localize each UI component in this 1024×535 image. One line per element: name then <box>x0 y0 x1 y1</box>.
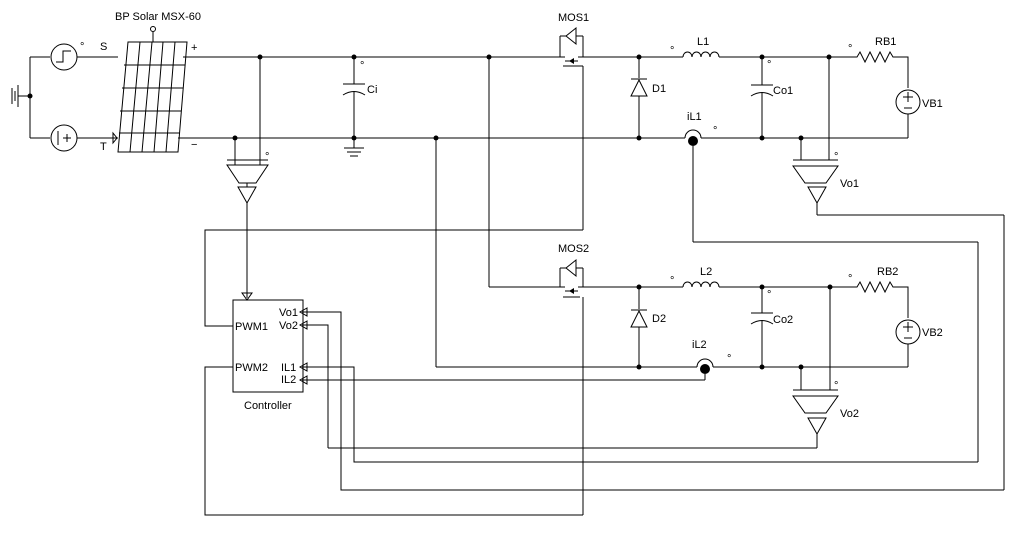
controller-label: Controller <box>244 400 292 412</box>
current-sensor-il2: ° <box>298 353 908 385</box>
battery-vb1 <box>895 89 921 138</box>
solar-panel <box>117 26 188 153</box>
mos1-label: MOS1 <box>558 12 589 24</box>
svg-text:°: ° <box>767 289 771 301</box>
controller-pin-pwm1: PWM1 <box>235 321 268 333</box>
diode-d2 <box>630 284 648 370</box>
wire-pwm1 <box>204 229 583 327</box>
resistor-rb2: ° <box>848 273 909 318</box>
solar-pin-t: T <box>100 141 107 153</box>
source-wiring <box>29 56 50 139</box>
inductor-l2: ° <box>639 275 855 288</box>
il1-label: iL1 <box>687 111 702 123</box>
d1-label: D1 <box>652 83 666 95</box>
svg-text:°: ° <box>265 151 269 163</box>
svg-text:°: ° <box>80 41 84 53</box>
rb1-label: RB1 <box>875 36 896 48</box>
input-voltage-sensor: ° <box>226 151 269 205</box>
svg-text:°: ° <box>713 125 717 137</box>
co2-label: Co2 <box>773 314 793 326</box>
mosfet-mos2 <box>559 258 639 515</box>
wire-pwm2 <box>204 366 583 516</box>
controller-pin-vo2: Vo2 <box>279 320 298 332</box>
step-source-s: ° <box>50 41 84 71</box>
svg-text:°: ° <box>360 60 364 72</box>
solar-pin-s: S <box>100 41 107 53</box>
svg-text:°: ° <box>767 59 771 71</box>
inductor-l1: ° <box>639 45 845 58</box>
voltage-sensor-vo1: ° <box>792 54 1005 490</box>
svg-text:°: ° <box>834 151 838 163</box>
resistor-rb1: ° <box>845 43 909 88</box>
controller-pin-il1: IL1 <box>281 362 296 374</box>
svg-text:°: ° <box>670 45 674 57</box>
svg-text:°: ° <box>834 380 838 392</box>
il2-label: iL2 <box>692 339 707 351</box>
vb1-label: VB1 <box>922 98 943 110</box>
controller-pin-vo1: Vo1 <box>279 307 298 319</box>
solar-minus: − <box>191 139 197 151</box>
mos2-label: MOS2 <box>558 243 589 255</box>
vb2-label: VB2 <box>922 327 943 339</box>
co1-label: Co1 <box>773 85 793 97</box>
solar-panel-label: BP Solar MSX-60 <box>115 11 201 23</box>
ci-label: Ci <box>367 84 377 96</box>
svg-text:°: ° <box>670 275 674 287</box>
capacitor-co1: ° <box>750 54 774 141</box>
capacitor-co2: ° <box>750 284 774 370</box>
controller-pin-il2: IL2 <box>281 374 296 386</box>
wire-il1 <box>298 362 978 463</box>
diode-d1 <box>630 54 648 138</box>
controller-pin-pwm2: PWM2 <box>235 362 268 374</box>
controller-block <box>232 299 304 393</box>
vo1-label: Vo1 <box>840 178 859 190</box>
wire-vo1 <box>298 307 1004 491</box>
l2-label: L2 <box>700 266 712 278</box>
mosfet-mos1 <box>559 26 639 230</box>
l1-label: L1 <box>697 36 709 48</box>
voltage-sensor-vo2: ° <box>328 284 839 449</box>
ground-symbol <box>11 85 33 107</box>
dc-source-t <box>50 124 78 152</box>
input-capacitor: ° <box>342 57 366 157</box>
svg-text:°: ° <box>848 43 852 55</box>
svg-text:°: ° <box>727 353 731 365</box>
vo2-label: Vo2 <box>840 408 859 420</box>
solar-plus: + <box>191 42 197 54</box>
svg-text:°: ° <box>848 273 852 285</box>
battery-vb2 <box>895 319 921 367</box>
current-sensor-il1: ° <box>684 125 979 462</box>
d2-label: D2 <box>652 313 666 325</box>
rb2-label: RB2 <box>877 266 898 278</box>
wire-vo2 <box>298 320 329 448</box>
